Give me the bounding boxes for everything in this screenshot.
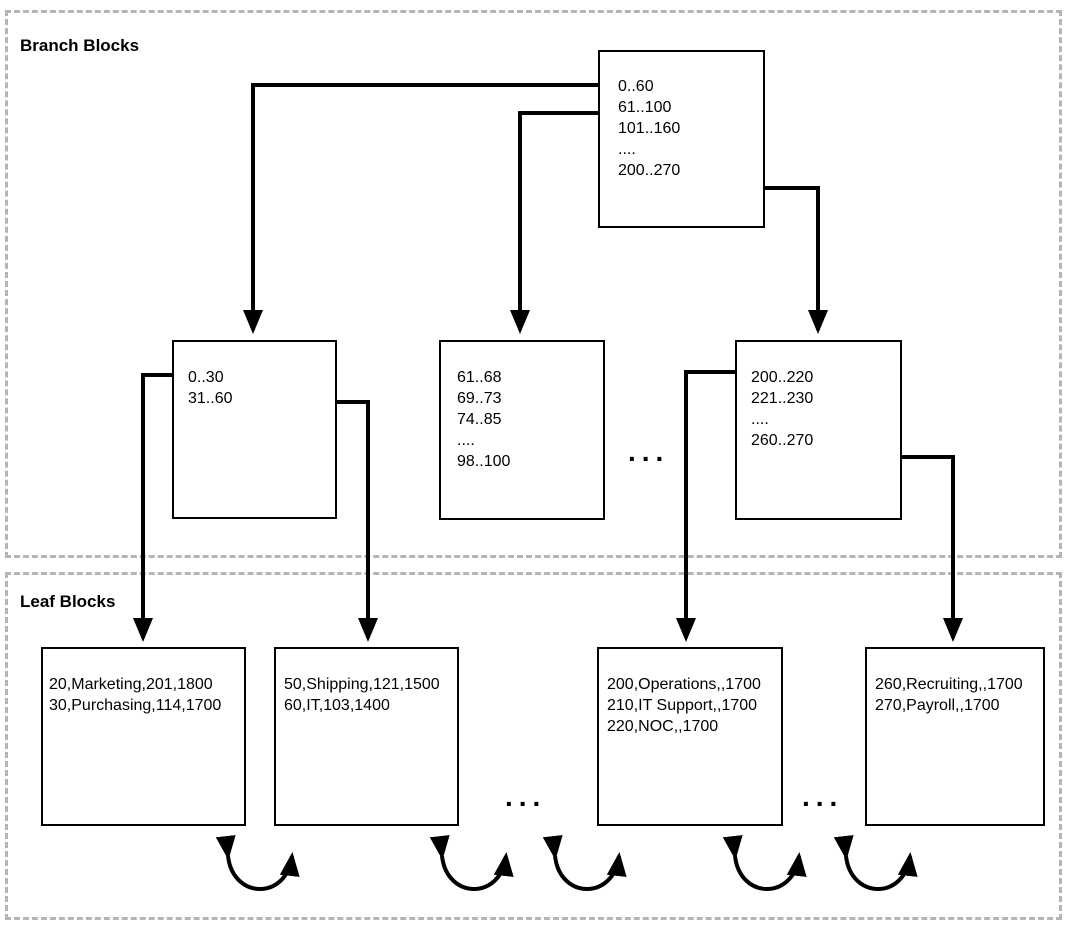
branch-block-3: 200..220 221..230 .... 260..270 — [735, 340, 902, 520]
entry: 0..60 — [618, 78, 654, 95]
sibling-link-leaf-3-gap — [722, 834, 807, 891]
leaf-block-2: 50,Shipping,121,1500 60,IT,103,1400 — [274, 647, 459, 826]
entry: 200..270 — [618, 162, 681, 179]
entry: 0..30 — [188, 369, 224, 386]
entry: 200,Operations,,1700 — [607, 676, 761, 693]
arrow-root-to-branch-2 — [510, 111, 600, 334]
arrow-branch-3-to-leaf-4 — [902, 455, 963, 642]
leaf-block-1: 20,Marketing,201,1800 30,Purchasing,114,… — [41, 647, 246, 826]
entry: .... — [618, 141, 636, 158]
arrow-branch-1-to-leaf-1 — [133, 373, 173, 642]
entry: 20,Marketing,201,1800 — [49, 676, 213, 693]
entry: 61..100 — [618, 99, 672, 116]
entry: 30,Purchasing,114,1700 — [49, 697, 222, 714]
branch-root-block: 0..60 61..100 101..160 .... 200..270 — [598, 50, 765, 228]
leaf-ellipsis-1: ... — [505, 781, 547, 812]
leaf-ellipsis-2: ... — [802, 781, 844, 812]
leaf-blocks-label: Leaf Blocks — [20, 592, 116, 611]
entry: 69..73 — [457, 390, 502, 407]
entry: 221..230 — [751, 390, 814, 407]
entry: 98..100 — [457, 453, 511, 470]
branch-blocks-region — [5, 10, 1062, 558]
sibling-link-gap-leaf-4 — [833, 834, 918, 891]
entry: 200..220 — [751, 369, 814, 386]
branch-block-2: 61..68 69..73 74..85 .... 98..100 — [439, 340, 605, 520]
entry: 210,IT Support,,1700 — [607, 697, 758, 714]
entry: .... — [457, 432, 475, 449]
leaf-blocks-region — [5, 572, 1062, 920]
leaf-block-3: 200,Operations,,1700 210,IT Support,,170… — [597, 647, 783, 826]
sibling-link-gap-leaf-3 — [542, 834, 627, 891]
arrow-root-to-branch-3 — [765, 186, 828, 334]
leaf-block-4: 260,Recruiting,,1700 270,Payroll,,1700 — [865, 647, 1045, 826]
sibling-link-leaf-1-2 — [215, 834, 300, 891]
entry: 260..270 — [751, 432, 814, 449]
arrow-root-to-branch-1 — [243, 83, 600, 334]
entry: .... — [751, 411, 769, 428]
entry: 31..60 — [188, 390, 233, 407]
sibling-link-leaf-2-gap — [429, 834, 514, 891]
entry: 74..85 — [457, 411, 502, 428]
branch-block-1: 0..30 31..60 — [172, 340, 337, 519]
entry: 61..68 — [457, 369, 502, 386]
entry: 260,Recruiting,,1700 — [875, 676, 1023, 693]
entry: 220,NOC,,1700 — [607, 718, 719, 735]
entry: 50,Shipping,121,1500 — [284, 676, 440, 693]
entry: 270,Payroll,,1700 — [875, 697, 1000, 714]
arrow-branch-1-to-leaf-2 — [336, 400, 378, 642]
arrow-branch-3-to-leaf-3 — [676, 370, 737, 642]
entry: 60,IT,103,1400 — [284, 697, 390, 714]
entry: 101..160 — [618, 120, 681, 137]
branch-ellipsis: ... — [628, 436, 670, 467]
branch-blocks-label: Branch Blocks — [20, 36, 140, 55]
